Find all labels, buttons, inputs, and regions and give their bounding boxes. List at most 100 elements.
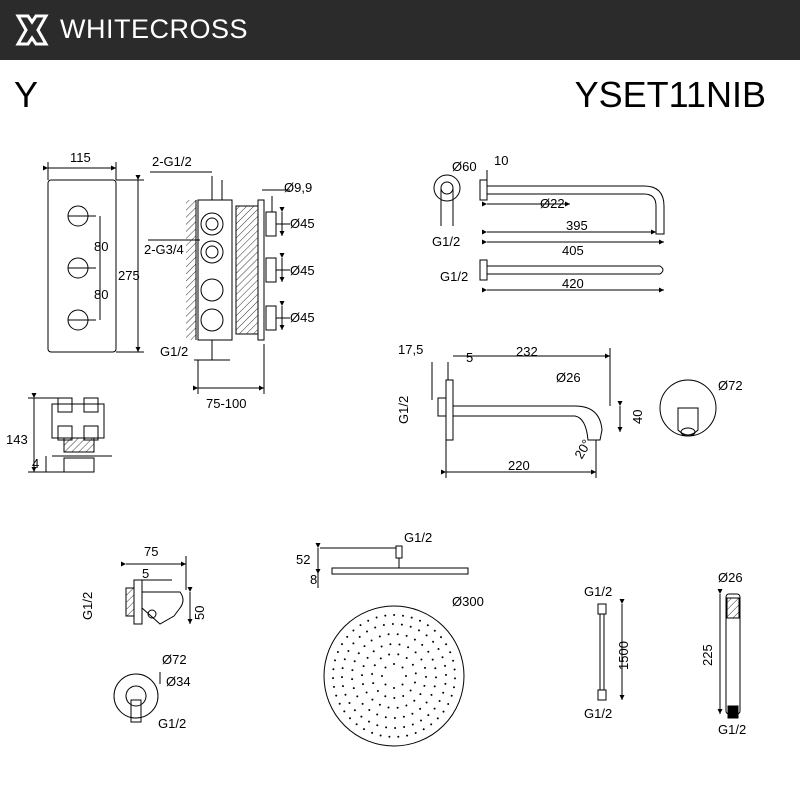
brand-name: WHITECROSS: [60, 14, 249, 44]
label-diam-knob-top: Ø9,9: [284, 180, 312, 195]
label-spout-conn: G1/2: [396, 396, 411, 424]
nozzle-dot: [414, 732, 417, 734]
dimension-labels: 115 275 80 80 2-G1/2 2-G3/4 G1/2 75-100 …: [6, 150, 746, 737]
nozzle-dot: [376, 713, 379, 716]
nozzle-dot: [393, 663, 395, 665]
nozzle-dot: [341, 643, 343, 646]
nozzle-dot: [384, 683, 387, 686]
shower-nozzle-dots: [332, 614, 456, 738]
label-side-connection: 2-G3/4: [144, 242, 184, 257]
nozzle-dot: [435, 676, 437, 679]
thermostat-side-section: [148, 171, 290, 394]
nozzle-dot: [361, 702, 364, 705]
label-spout-angle: 20°: [571, 437, 594, 462]
nozzle-dot: [397, 653, 400, 656]
nozzle-dot: [371, 673, 374, 675]
nozzle-dot: [450, 694, 453, 697]
nozzle-dot: [376, 724, 379, 727]
shower-hose: [597, 599, 625, 701]
nozzle-dot: [426, 624, 429, 627]
header-bar: WHITECROSS: [0, 0, 800, 60]
label-diam-45-b: Ø45: [290, 263, 315, 278]
nozzle-dot: [419, 693, 422, 696]
nozzle-dot: [444, 682, 447, 685]
nozzle-dot: [430, 693, 433, 696]
nozzle-dot: [387, 633, 390, 636]
nozzle-dot: [361, 674, 363, 677]
nozzle-dot: [453, 668, 456, 671]
nozzle-dot: [405, 704, 408, 707]
nozzle-dot: [409, 625, 412, 628]
nozzle-dot: [343, 658, 346, 661]
nozzle-dot: [336, 651, 339, 653]
nozzle-dot: [419, 707, 422, 710]
label-arm-diam-22: Ø22: [540, 196, 565, 211]
label-hand-conn: G1/2: [718, 722, 746, 737]
nozzle-dot: [413, 638, 416, 641]
nozzle-dot: [420, 658, 423, 661]
box-side-view: [28, 393, 112, 473]
nozzle-dot: [420, 719, 422, 722]
nozzle-dot: [396, 706, 399, 709]
nozzle-dot: [362, 665, 365, 668]
nozzle-dot: [384, 666, 387, 669]
nozzle-dot: [405, 657, 408, 659]
label-arm-len-420: 420: [562, 276, 584, 291]
label-depth-range: 75-100: [206, 396, 246, 411]
nozzle-dot: [402, 715, 405, 718]
nozzle-dot: [393, 717, 396, 719]
nozzle-dot: [388, 735, 391, 738]
nozzle-dot: [346, 635, 349, 638]
nozzle-dot: [357, 652, 360, 655]
nozzle-dot: [433, 685, 436, 688]
label-elbow-5: 5: [142, 566, 149, 581]
nozzle-dot: [380, 645, 383, 648]
nozzle-dot: [382, 624, 385, 626]
label-spout-diam-26: Ø26: [556, 370, 581, 385]
nozzle-dot: [432, 640, 435, 643]
nozzle-dot: [347, 650, 350, 652]
nozzle-dot: [387, 706, 390, 709]
label-arm-len-395: 395: [566, 218, 588, 233]
bath-spout-views: [431, 348, 717, 478]
nozzle-dot: [453, 686, 455, 689]
label-elbow-75: 75: [144, 544, 158, 559]
nozzle-dot: [388, 653, 391, 656]
label-elbow-conn-bottom: G1/2: [158, 716, 186, 731]
nozzle-dot: [332, 677, 334, 680]
nozzle-dot: [405, 634, 408, 637]
nozzle-dot: [368, 709, 371, 711]
label-spout-5: 5: [466, 350, 473, 365]
nozzle-dot: [352, 629, 355, 632]
nozzle-dot: [363, 728, 365, 731]
nozzle-dot: [372, 650, 375, 653]
thermostat-panel: [43, 162, 144, 353]
label-head-52: 52: [296, 552, 310, 567]
label-hose-conn-top: G1/2: [584, 584, 612, 599]
label-arm-diam-60: Ø60: [452, 159, 477, 174]
nozzle-dot: [440, 636, 442, 639]
shower-arm-views: [433, 170, 665, 293]
nozzle-dot: [410, 616, 413, 619]
nozzle-dot: [403, 726, 406, 728]
nozzle-dot: [349, 717, 351, 720]
nozzle-dot: [407, 646, 410, 649]
nozzle-dot: [425, 675, 427, 678]
label-spout-40: 40: [630, 410, 645, 424]
cross-logo-icon: [15, 14, 49, 46]
nozzle-dot: [409, 689, 412, 692]
nozzle-dot: [394, 727, 397, 729]
nozzle-dot: [393, 614, 396, 616]
nozzle-dot: [427, 714, 430, 717]
nozzle-dot: [367, 619, 370, 622]
nozzle-dot: [376, 690, 379, 692]
label-hose-length: 1500: [616, 641, 631, 670]
nozzle-dot: [389, 643, 392, 646]
nozzle-dot: [391, 623, 394, 625]
nozzle-dot: [353, 660, 356, 663]
nozzle-dot: [393, 697, 396, 699]
nozzle-dot: [427, 650, 430, 653]
nozzle-dot: [452, 659, 455, 662]
nozzle-dot: [436, 717, 439, 720]
nozzle-dot: [425, 634, 428, 637]
